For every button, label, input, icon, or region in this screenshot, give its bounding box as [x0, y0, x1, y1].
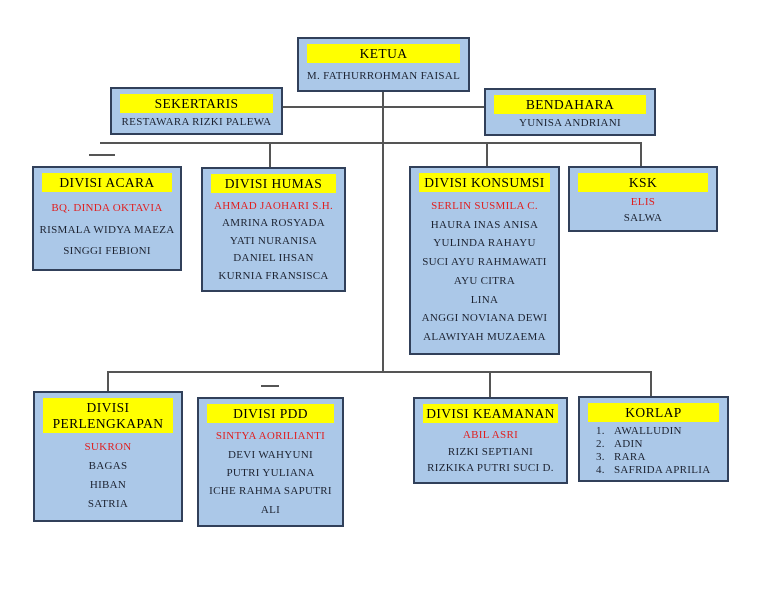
member-name: ALAWIYAH MUZAEMA — [423, 331, 546, 344]
box-title-ketua: KETUA — [307, 44, 460, 63]
member-name: PUTRI YULIANA — [226, 466, 315, 479]
connector-acara-dash — [89, 154, 115, 156]
member-name: ALI — [260, 503, 281, 516]
org-box-divisi-acara: DIVISI ACARA BQ. DINDA OKTAVIA RISMALA W… — [32, 166, 182, 271]
org-box-divisi-keamanan: DIVISI KEAMANAN ABIL ASRI RIZKI SEPTIANI… — [413, 397, 568, 484]
list-item-number: 1. — [596, 425, 605, 437]
org-box-divisi-perlengkapan: DIVISI PERLENGKAPAN SUKRON BAGAS HIBAN S… — [33, 391, 183, 522]
member-name: BAGAS — [88, 460, 128, 472]
connector-perlengkapan-drop — [107, 371, 109, 392]
list-item-number: 4. — [596, 464, 605, 476]
connector-korlap-drop — [650, 371, 652, 397]
member-name: ANGGI NOVIANA DEWI — [421, 312, 548, 325]
member-name: RESTAWARA RIZKI PALEWA — [121, 116, 272, 128]
org-box-korlap: KORLAP 1. AWALLUDIN 2. ADIN 3. RARA 4. S… — [578, 396, 729, 482]
connector-ketua-vertical — [382, 92, 384, 373]
member-name: DANIEL IHSAN — [233, 252, 314, 264]
box-title-bendahara: BENDAHARA — [494, 95, 646, 114]
division-lead-name: ABIL ASRI — [462, 428, 519, 441]
box-title-divisi-perlengkapan: DIVISI PERLENGKAPAN — [43, 398, 173, 433]
connector-row2-horizontal — [100, 142, 642, 144]
org-box-divisi-humas: DIVISI HUMAS AHMAD JAOHARI S.H. AMRINA R… — [201, 167, 346, 292]
org-box-sekertaris: SEKERTARIS RESTAWARA RIZKI PALEWA — [110, 87, 283, 135]
member-name: AWALLUDIN — [614, 425, 682, 437]
division-lead-name: SUKRON — [84, 441, 132, 453]
member-name: SALWA — [623, 211, 663, 224]
member-name: YULINDA RAHAYU — [433, 237, 536, 250]
connector-ksk-drop — [640, 143, 642, 167]
box-title-ksk: KSK — [578, 173, 708, 192]
member-name: KURNIA FRANSISCA — [218, 269, 329, 282]
list-item: 3. RARA — [596, 451, 723, 464]
division-lead-name: ELIS — [630, 196, 656, 209]
org-box-ksk: KSK ELIS SALWA — [568, 166, 718, 232]
member-name: DEVI WAHYUNI — [228, 448, 313, 461]
member-name: SUCI AYU RAHMAWATI — [422, 256, 547, 269]
list-item: 1. AWALLUDIN — [596, 425, 723, 438]
list-item-number: 2. — [596, 438, 605, 450]
member-name: YUNISA ANDRIANI — [519, 117, 621, 129]
connector-pdd-dash — [261, 385, 279, 387]
box-title-divisi-humas: DIVISI HUMAS — [211, 174, 336, 193]
member-name: LINA — [470, 293, 499, 306]
connector-humas-drop — [269, 143, 271, 168]
connector-row3-horizontal — [107, 371, 652, 373]
member-name: RARA — [614, 451, 646, 463]
member-name: YATI NURANISA — [229, 234, 318, 247]
member-name: AYU CITRA — [453, 274, 516, 287]
division-lead-name: AHMAD JAOHARI S.H. — [213, 199, 334, 212]
org-box-divisi-pdd: DIVISI PDD SINTYA AORILIANTI DEVI WAHYUN… — [197, 397, 344, 527]
division-lead-name: BQ. DINDA OKTAVIA — [51, 202, 163, 215]
member-name: ADIN — [614, 438, 643, 450]
connector-konsumsi-drop — [486, 143, 488, 167]
org-box-ketua: KETUA M. FATHURROHMAN FAISAL — [297, 37, 470, 92]
list-item: 4. SAFRIDA APRILIA — [596, 464, 723, 477]
org-box-divisi-konsumsi: DIVISI KONSUMSI SERLIN SUSMILA C. HAURA … — [409, 166, 560, 355]
box-title-divisi-konsumsi: DIVISI KONSUMSI — [419, 173, 550, 192]
member-name: AMRINA ROSYADA — [222, 217, 325, 229]
box-title-divisi-acara: DIVISI ACARA — [42, 173, 172, 192]
member-name: RIZKI SEPTIANI — [447, 445, 534, 458]
member-name: ICHE RAHMA SAPUTRI — [209, 485, 332, 498]
division-lead-name: SINTYA AORILIANTI — [215, 430, 326, 443]
box-title-divisi-pdd: DIVISI PDD — [207, 404, 334, 423]
connector-sekertaris-bendahara — [283, 106, 484, 108]
box-title-divisi-keamanan: DIVISI KEAMANAN — [423, 404, 558, 423]
box-title-sekertaris: SEKERTARIS — [120, 94, 273, 113]
member-name: SAFRIDA APRILIA — [614, 464, 711, 476]
connector-keamanan-drop — [489, 371, 491, 398]
list-item: 2. ADIN — [596, 438, 723, 451]
list-item-number: 3. — [596, 451, 605, 463]
member-name: M. FATHURROHMAN FAISAL — [306, 69, 461, 82]
org-box-bendahara: BENDAHARA YUNISA ANDRIANI — [484, 88, 656, 136]
box-title-korlap: KORLAP — [588, 403, 719, 422]
member-name: HAURA INAS ANISA — [430, 218, 539, 231]
member-name: SINGGI FEBIONI — [63, 244, 151, 257]
member-name: RIZKIKA PUTRI SUCI D. — [427, 462, 554, 475]
member-name: SATRIA — [87, 498, 129, 510]
member-name: HIBAN — [89, 479, 127, 491]
member-name: RISMALA WIDYA MAEZA — [39, 223, 175, 236]
division-lead-name: SERLIN SUSMILA C. — [431, 199, 538, 212]
